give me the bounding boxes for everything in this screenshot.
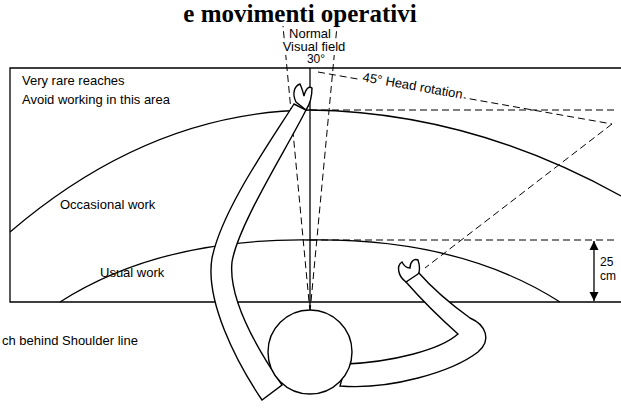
zone-label: Usual work <box>100 266 164 281</box>
reach-guide-line <box>310 110 618 111</box>
zone-label: Occasional work <box>60 198 155 213</box>
zone-warning: Avoid working in this area <box>22 93 170 108</box>
right-arm <box>340 272 486 387</box>
page-title: e movimenti operativi <box>183 0 416 28</box>
dimension-arrow <box>593 241 594 301</box>
rotation-label: 45° Head rotation <box>359 70 465 103</box>
usual-reach-arc <box>60 240 310 302</box>
reach-guide-line <box>310 240 618 241</box>
note-label: ch behind Shoulder line <box>2 334 138 349</box>
visual-field-line <box>283 26 310 312</box>
angle-label: 30° <box>305 53 327 67</box>
dimension-label: 25 cm <box>600 256 618 284</box>
head-rotation-line <box>425 124 612 268</box>
zone-label: Very rare reaches <box>22 74 125 89</box>
work-area-frame <box>10 68 621 302</box>
left-hand <box>294 84 312 110</box>
right-hand <box>399 259 420 282</box>
visual-field-line <box>310 26 337 312</box>
head <box>268 310 352 394</box>
